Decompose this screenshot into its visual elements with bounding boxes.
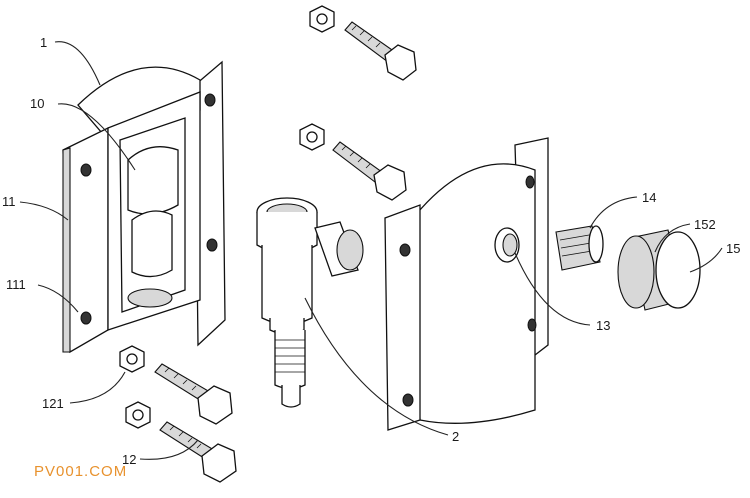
bottom-bolt-nut-1: [119, 345, 233, 425]
label-2: 2: [452, 429, 459, 444]
label-15: 15: [726, 241, 740, 256]
knurled-cap: [617, 229, 701, 311]
threaded-ring: [555, 225, 604, 271]
label-13: 13: [596, 318, 610, 333]
bottom-bolt-nut-2: [125, 401, 237, 483]
top-bolt-nut-1: [309, 5, 417, 81]
top-bolt-nut-2: [299, 123, 407, 201]
label-121: 121: [42, 396, 64, 411]
label-1: 1: [40, 35, 47, 50]
label-14: 14: [642, 190, 656, 205]
leader-lines: [19, 41, 723, 460]
watermark-text: PV001.COM: [34, 463, 127, 480]
label-111: 111: [6, 277, 26, 292]
valve-core-assembly: [256, 197, 364, 408]
label-12: 12: [122, 452, 136, 467]
right-housing-half: [384, 137, 549, 431]
label-11: 11: [2, 194, 16, 209]
left-housing-half: [62, 60, 226, 354]
label-152: 152: [694, 217, 716, 232]
label-10: 10: [30, 96, 44, 111]
